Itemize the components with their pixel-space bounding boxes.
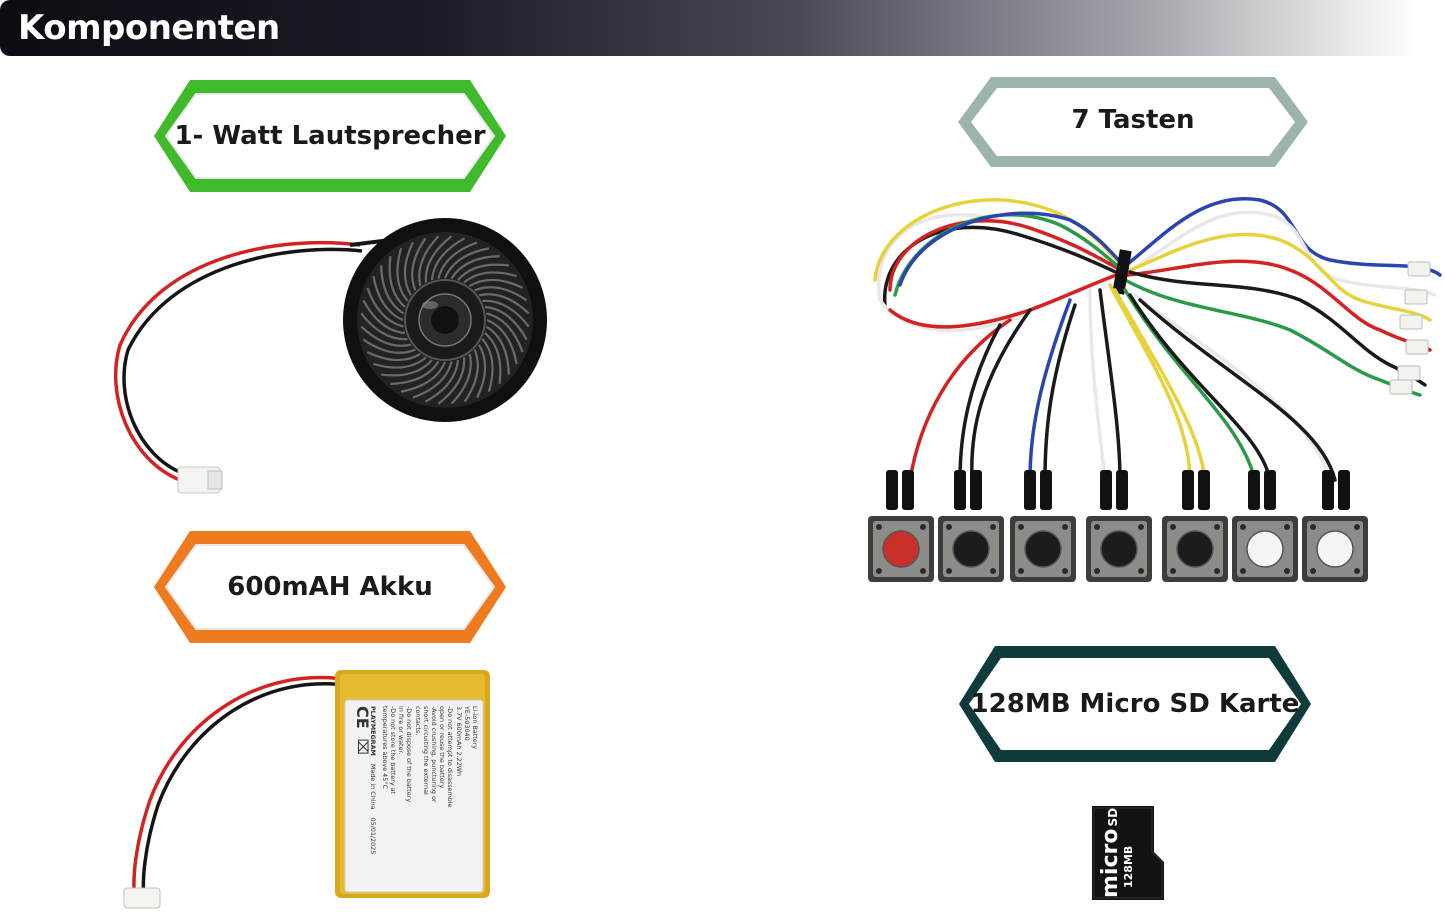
battery-print-line: 3.7V 600mAh 2.22Wh [454,706,463,777]
speaker-rib [372,275,404,322]
tactile-button [1302,516,1368,582]
battery-print-line: short circuiting the external [421,706,430,795]
battery-print-line: contacts. [413,706,422,736]
speaker-rib [486,318,518,365]
speaker-rib [424,359,460,403]
battery-image [120,660,500,910]
speaker-rib [380,265,405,315]
speaker-rib [484,305,528,341]
speaker-rib [366,287,404,328]
speaker-rib [486,312,524,353]
tactile-button [1086,516,1152,582]
speaker-rib [485,325,510,375]
battery-date: 05/01/2025 [368,817,377,855]
page-title: Komponenten [18,8,280,48]
speaker-rib [457,263,510,281]
speaker-rib [362,338,416,354]
sdcard-image: micro SD 128MB [1088,804,1168,904]
battery-print-line: -Do not attempt to disassemble [446,706,455,808]
tactile-button [1232,516,1298,582]
battery-print-line: -Avoid crushing, puncturing or [429,706,438,803]
ce-mark-icon: CE [353,706,373,729]
speaker-rib [430,237,466,281]
buttons-label-text: 7 Tasten [1071,105,1195,135]
buttons-label: 7 Tasten [955,74,1311,170]
speaker-rib [373,356,427,369]
tactile-button [868,516,934,582]
speaker-rib [484,332,502,385]
speaker-rib [411,237,427,291]
speaker-rib [450,353,472,405]
sd-capacity: 128MB [1122,845,1135,888]
speaker-rib [412,361,453,399]
battery-print-line: -Do not store the battery at [388,706,397,795]
battery-label-print: Li-ion Battery YE-503040 3.7V 600mAh 2.2… [345,700,483,892]
speaker-rib [476,344,487,399]
battery-print-line: -Do not dispose of the battery [405,706,414,803]
battery-label-text: 600mAH Akku [227,572,433,602]
speaker-label: 1- Watt Lautsprecher [150,76,510,196]
sdcard-label-text: 128MB Micro SD Karte [970,689,1300,719]
speaker-rib [362,299,406,335]
battery-print-line: open or reuse the battery [438,706,447,789]
speaker-rib [418,235,440,287]
speaker-rib [437,357,466,405]
battery-origin: Made in China [368,763,377,810]
speaker-image [100,205,555,505]
battery-label: 600mAH Akku [150,527,510,647]
speaker-rib [390,360,440,385]
speaker-rib [443,247,490,279]
header-bar [0,0,1445,56]
tactile-button [938,516,1004,582]
tactile-button [1010,516,1076,582]
tactile-button [1162,516,1228,582]
speaker-rib [396,248,409,302]
speaker-rib [437,241,478,279]
speaker-rib [481,338,494,392]
battery-print-line: in fire or water. [397,706,406,755]
speaker-rib [469,278,524,289]
speaker-rib [403,241,414,296]
speaker-rib [478,293,530,315]
speaker-rib [360,325,412,347]
speaker-rib [380,359,433,377]
battery-print-line: YE-503040 [462,706,471,741]
sdcard-label: 128MB Micro SD Karte [955,642,1315,766]
speaker-rib [400,361,447,393]
sd-logo-icon: SD [1106,807,1120,827]
battery-print-line: Li-ion Battery [471,706,479,750]
speaker-rib [388,255,406,308]
speaker-rib [482,299,530,328]
speaker-rib [450,255,500,280]
speaker-rib [366,351,421,362]
speaker-rib [463,349,479,403]
battery-print-line: temperatures above 45°C [380,706,389,789]
speaker-rib [463,271,517,284]
speaker-label-text: 1- Watt Lautsprecher [174,121,486,151]
speaker-rib [424,235,453,283]
recycle-bin-icon: ⌧ [354,738,371,755]
speaker-rib [474,286,528,302]
buttons-image [860,180,1445,590]
sd-brand: micro [1098,828,1123,898]
speaker-rib [360,312,408,341]
